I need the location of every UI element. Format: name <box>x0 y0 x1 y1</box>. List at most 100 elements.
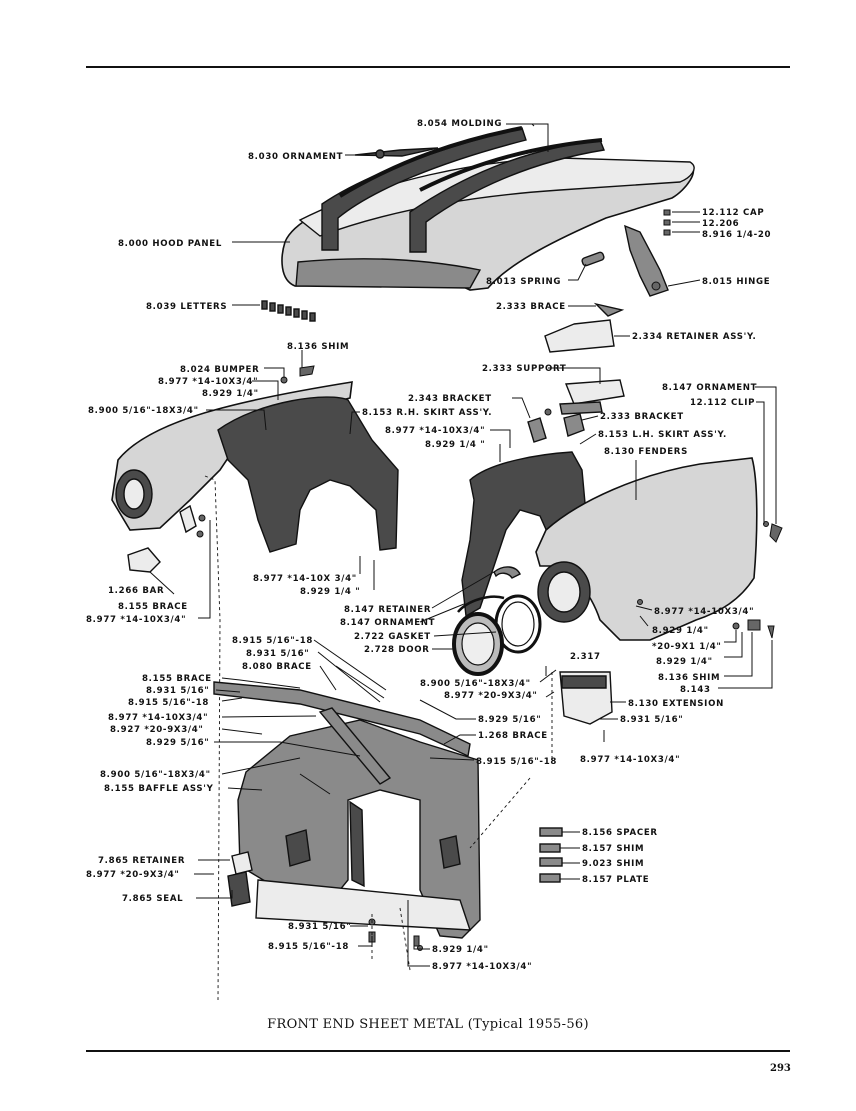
label-left-977-14: 8.977 *14-10X3/4" <box>108 713 208 723</box>
label-brace-1268: 1.268 BRACE <box>478 731 548 741</box>
label-cap-206: 12.206 <box>702 219 739 229</box>
rh-fender-dashed-guide <box>204 475 221 1001</box>
label-retainer-8147: 8.147 RETAINER <box>344 605 431 615</box>
label-left-929: 8.929 5/16" <box>146 738 209 748</box>
label-fenders: 8.130 FENDERS <box>604 447 688 457</box>
label-ornament-8147: 8.147 ORNAMENT <box>662 383 757 393</box>
bracket-2343-illustration <box>527 408 552 443</box>
headlight-ornament-ring-illustration <box>457 595 505 613</box>
label-bracket-2343: 2.343 BRACKET <box>408 394 492 404</box>
label-door: 2.728 DOOR <box>364 645 430 655</box>
label-skirt-low-977: 8.977 *14-10X 3/4" <box>253 574 357 584</box>
label-bracket-2333: 2.333 BRACKET <box>600 412 684 422</box>
label-shim-9023: 9.023 SHIM <box>582 859 644 869</box>
label-fender-929: 8.929 1/4" <box>652 626 709 636</box>
hinge-illustration <box>624 209 671 297</box>
label-bolt-900-left: 8.900 5/16"-18X3/4" <box>88 406 199 416</box>
brace-8080-illustration <box>213 681 471 758</box>
top-rule <box>86 66 790 68</box>
label-ex-977: 8.977 *20-9X3/4" <box>444 691 538 701</box>
label-fender-shim: 8.136 SHIM <box>658 673 720 683</box>
spacer-shim-illustration <box>539 827 563 883</box>
spring-illustration <box>581 251 605 267</box>
label-bottom-977: 8.977 *14-10X3/4" <box>432 962 532 972</box>
hood-panel-illustration <box>281 127 695 291</box>
label-baffle: 8.155 BAFFLE ASS'Y <box>104 784 214 794</box>
label-hinge: 8.015 HINGE <box>702 277 770 287</box>
label-ex-900: 8.900 5/16"-18X3/4" <box>420 679 531 689</box>
label-cap-916: 8.916 1/4-20 <box>702 230 771 240</box>
part-labels: 8.054 MOLDING 8.030 ORNAMENT 8.000 HOOD … <box>86 119 771 972</box>
bumper-illustration <box>280 365 315 384</box>
radiator-support-illustration <box>237 719 481 939</box>
radiator-retainer-illustration <box>231 851 253 875</box>
label-retainer-7865: 7.865 RETAINER <box>98 856 185 866</box>
leader-lines <box>149 123 777 967</box>
label-rh-skirt-929: 8.929 1/4 " <box>425 440 485 450</box>
label-retainer-7865-977: 8.977 *20-9X3/4" <box>86 870 180 880</box>
label-mid-929: 8.929 5/16" <box>478 715 541 725</box>
label-2317: 2.317 <box>570 652 601 662</box>
label-skirt-low-929: 8.929 1/4 " <box>300 587 360 597</box>
label-retainer-assy: 2.334 RETAINER ASS'Y. <box>632 332 756 342</box>
label-left-brace-8155: 8.155 BRACE <box>142 674 212 684</box>
label-bottom-915: 8.915 5/16"-18 <box>268 942 349 952</box>
label-shim-8136-top: 8.136 SHIM <box>287 342 349 352</box>
label-rh-skirt: 8.153 R.H. SKIRT ASS'Y. <box>362 408 492 418</box>
fender-small-parts-illustration <box>637 599 775 639</box>
label-fender-977: 8.977 *14-10X3/4" <box>654 607 754 617</box>
label-fender-929b: 8.929 1/4" <box>656 657 713 667</box>
label-ext-977: 8.977 *14-10X3/4" <box>580 755 680 765</box>
radiator-seal-illustration <box>227 871 251 907</box>
rh-skirt-illustration <box>217 396 399 553</box>
headlight-retainer-illustration <box>493 566 521 579</box>
headlight-door-illustration <box>452 612 504 676</box>
label-lh-skirt: 8.153 L.H. SKIRT ASS'Y. <box>598 430 727 440</box>
label-brace-8155-977: 8.977 *14-10X3/4" <box>86 615 186 625</box>
label-brace-2333: 2.333 BRACE <box>496 302 566 312</box>
label-ornament-8147b: 8.147 ORNAMENT <box>340 618 435 628</box>
label-molding: 8.054 MOLDING <box>417 119 502 129</box>
hood-ornament-illustration <box>354 147 439 159</box>
label-bottom-929: 8.929 1/4" <box>432 945 489 955</box>
label-mid-915: 8.915 5/16"-18 <box>476 757 557 767</box>
label-bumper-929: 8.929 1/4" <box>202 389 259 399</box>
label-brace-931: 8.931 5/16" <box>246 649 309 659</box>
label-bar: 1.266 BAR <box>108 586 164 596</box>
label-brace-8080: 8.080 BRACE <box>242 662 312 672</box>
label-ext-931: 8.931 5/16" <box>620 715 683 725</box>
bottom-rule <box>86 1050 790 1052</box>
figure-caption: FRONT END SHEET METAL (Typical 1955-56) <box>267 1017 589 1032</box>
label-gasket: 2.722 GASKET <box>354 632 431 642</box>
label-fender-143: 8.143 <box>680 685 711 695</box>
label-spring: 8.013 SPRING <box>486 277 561 287</box>
label-hood-ornament: 8.030 ORNAMENT <box>248 152 343 162</box>
brace-1268-illustration <box>318 707 392 785</box>
support-dashed-guides <box>371 672 553 971</box>
label-support: 2.333 SUPPORT <box>482 364 566 374</box>
label-fender-20x1: *20-9X1 1/4" <box>652 642 722 652</box>
letters-illustration <box>261 300 316 322</box>
extension-illustration <box>559 671 613 725</box>
label-hood-panel: 8.000 HOOD PANEL <box>118 239 222 249</box>
label-bottom-931: 8.931 5/16" <box>288 922 351 932</box>
label-extension: 8.130 EXTENSION <box>628 699 724 709</box>
ornament-clip-illustration <box>763 521 783 543</box>
lh-skirt-illustration <box>461 451 589 618</box>
label-left-931: 8.931 5/16" <box>146 686 209 696</box>
label-left-900: 8.900 5/16"-18X3/4" <box>100 770 211 780</box>
label-brace-8155: 8.155 BRACE <box>118 602 188 612</box>
bracket-2333-illustration <box>563 413 585 437</box>
retainer-assembly-illustration <box>544 302 625 353</box>
label-bumper-977: 8.977 *14-10X3/4" <box>158 377 258 387</box>
label-left-915: 8.915 5/16"-18 <box>128 698 209 708</box>
label-cap: 12.112 CAP <box>702 208 764 218</box>
label-letters: 8.039 LETTERS <box>146 302 227 312</box>
label-clip: 12.112 CLIP <box>690 398 755 408</box>
brace-8155-illustration <box>179 504 206 538</box>
support-illustration <box>559 379 625 415</box>
label-shim-8157: 8.157 SHIM <box>582 844 644 854</box>
label-spacer: 8.156 SPACER <box>582 828 658 838</box>
label-brace-915: 8.915 5/16"-18 <box>232 636 313 646</box>
